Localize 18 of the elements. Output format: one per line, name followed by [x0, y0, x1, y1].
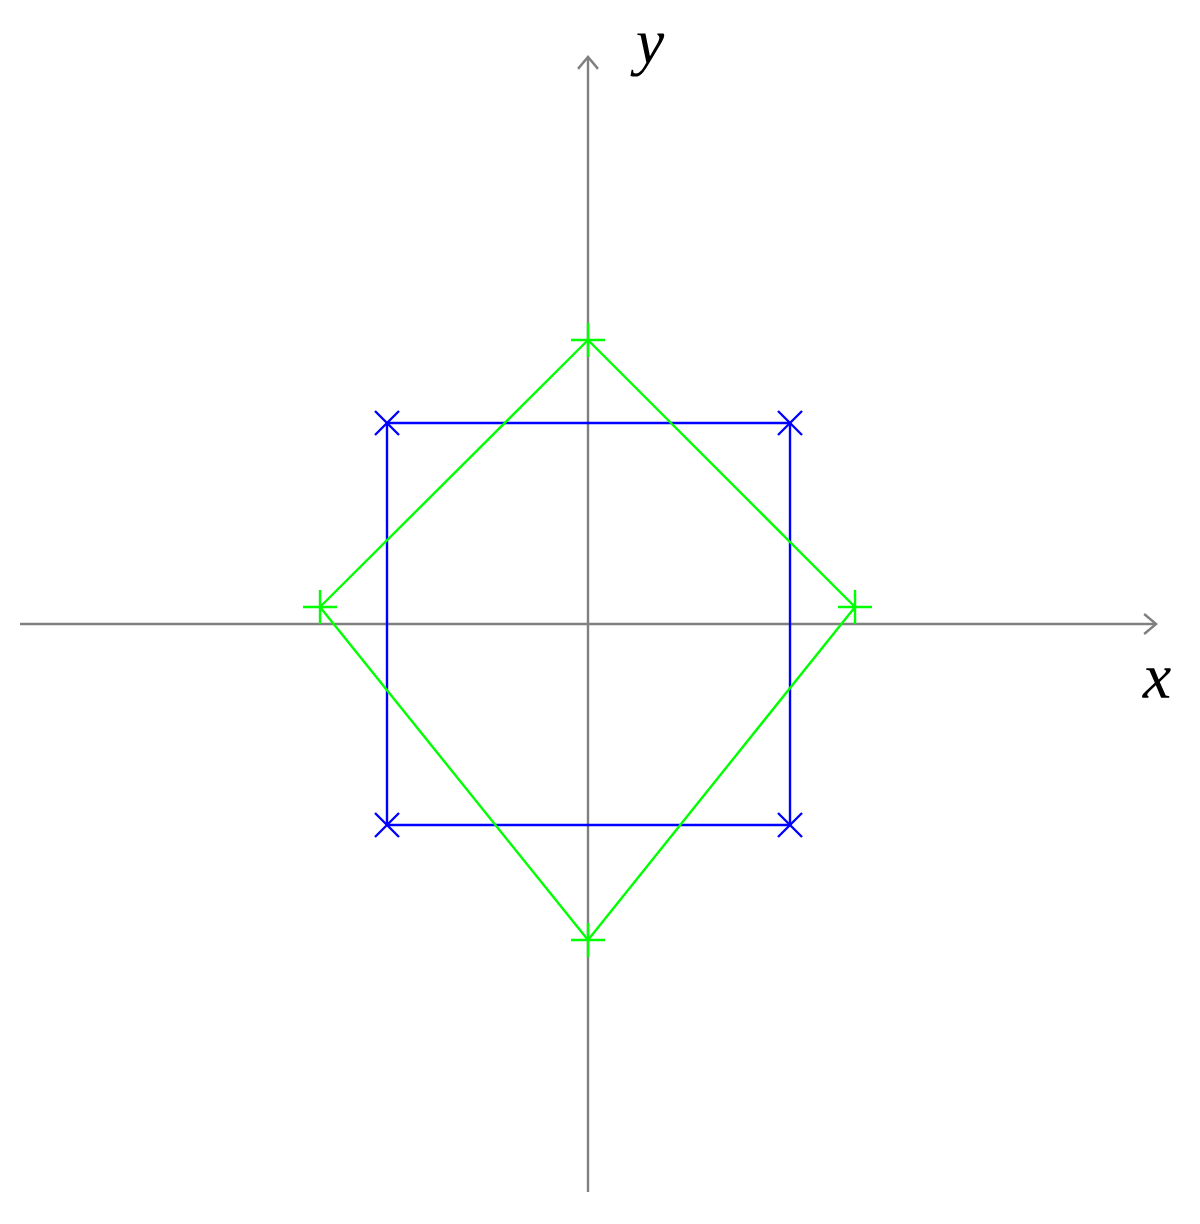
- cross-mark: [776, 409, 804, 437]
- plus-mark: [569, 321, 607, 359]
- axis-label: y: [630, 33, 665, 77]
- line-segment: [385, 423, 389, 825]
- plus-mark: [836, 588, 874, 626]
- plus-mark: [569, 921, 607, 959]
- line-segment: [788, 423, 792, 825]
- line-segment: [587, 339, 856, 608]
- line-segment: [387, 421, 790, 425]
- cross-mark: [776, 811, 804, 839]
- line-segment: [587, 606, 856, 941]
- axis-label: x: [1142, 668, 1171, 698]
- line-segment: [319, 606, 589, 941]
- cross-mark: [373, 811, 401, 839]
- plus-mark: [301, 588, 339, 626]
- cross-mark: [373, 409, 401, 437]
- line-segment: [319, 339, 589, 608]
- line-segment: [387, 823, 790, 827]
